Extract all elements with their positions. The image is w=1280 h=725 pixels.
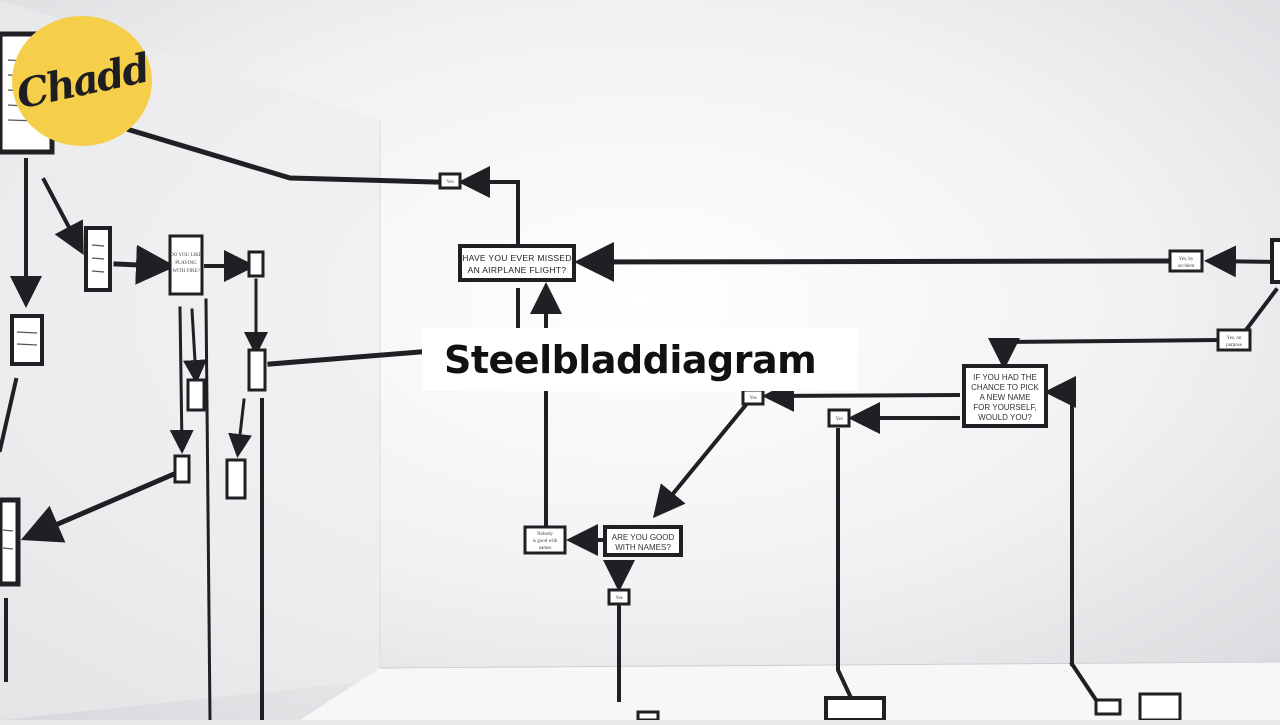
left-box-d xyxy=(247,348,267,392)
question-fire-line1: DO YOU LIKE xyxy=(170,253,202,258)
right-edge-box xyxy=(1270,238,1280,284)
answer-yes-top: Yes xyxy=(438,172,462,190)
left-box-c xyxy=(247,250,265,278)
left-box-b xyxy=(10,314,44,366)
answer-yes-bottom: Yes xyxy=(607,588,631,606)
question-missed-flight-box: HAVE YOU EVER MISSED AN AIRPLANE FLIGHT? xyxy=(458,244,576,282)
question-fire-line2: PLAYING xyxy=(175,261,197,266)
question-missed-flight-line2: AN AIRPLANE FLIGHT? xyxy=(468,265,567,275)
answer-nobody: Nobody is good with names xyxy=(523,525,567,555)
left-box-e xyxy=(186,378,206,412)
floor-edge xyxy=(379,661,1280,669)
floor-box-1 xyxy=(824,696,886,722)
answer-yes-accident-line1: Yes, by xyxy=(1179,257,1194,262)
left-box-g xyxy=(225,458,247,500)
answer-yes-right-label: Yes xyxy=(835,417,842,422)
floor-box-3 xyxy=(1138,692,1182,722)
floor-box-4 xyxy=(636,710,660,722)
answer-yes-mid: Yes xyxy=(741,388,765,406)
title-overlay: Steelbladdiagram xyxy=(422,328,858,391)
floor xyxy=(300,662,1280,720)
question-good-names-line1: ARE YOU GOOD xyxy=(612,533,675,542)
answer-nobody-line3: names xyxy=(539,546,552,551)
logo-text: Chadd xyxy=(12,44,152,118)
question-fire-line3: WITH FIRE? xyxy=(172,269,200,274)
answer-yes-purpose-line2: purpose xyxy=(1226,343,1243,348)
question-new-name-line3: A NEW NAME xyxy=(979,393,1030,402)
overlay-title: Steelbladdiagram xyxy=(444,337,817,382)
answer-nobody-line2: is good with xyxy=(533,539,558,544)
answer-yes-mid-label: Yes xyxy=(749,396,756,401)
chadd-logo: Chadd xyxy=(12,16,152,146)
question-new-name-line4: FOR YOURSELF, xyxy=(973,403,1036,412)
answer-yes-accident: Yes, by accident xyxy=(1168,249,1204,273)
question-new-name-box: IF YOU HAD THE CHANCE TO PICK A NEW NAME… xyxy=(962,364,1048,428)
answer-yes-purpose-line1: Yes, on xyxy=(1227,336,1242,341)
question-new-name-line1: IF YOU HAD THE xyxy=(973,373,1037,382)
floor-box-2 xyxy=(1094,698,1122,716)
left-box-h xyxy=(0,497,21,587)
question-missed-flight-line1: HAVE YOU EVER MISSED xyxy=(462,253,572,263)
answer-yes-bottom-label: Yes xyxy=(615,596,622,601)
question-new-name-line5: WOULD YOU? xyxy=(978,413,1032,422)
question-fire-box: DO YOU LIKE PLAYING WITH FIRE? xyxy=(168,234,204,296)
question-new-name-line2: CHANCE TO PICK xyxy=(971,383,1039,392)
answer-yes-accident-line2: accident xyxy=(1178,264,1195,269)
answer-nobody-line1: Nobody xyxy=(537,532,554,537)
answer-yes-right: Yes xyxy=(827,408,851,428)
left-box-f xyxy=(173,454,191,484)
tape-lines xyxy=(0,120,1279,722)
question-good-names-box: ARE YOU GOOD WITH NAMES? xyxy=(603,525,683,557)
question-good-names-line2: WITH NAMES? xyxy=(615,543,671,552)
answer-yes-purpose: Yes, on purpose xyxy=(1216,328,1252,352)
answer-yes-top-label: Yes xyxy=(446,180,453,185)
